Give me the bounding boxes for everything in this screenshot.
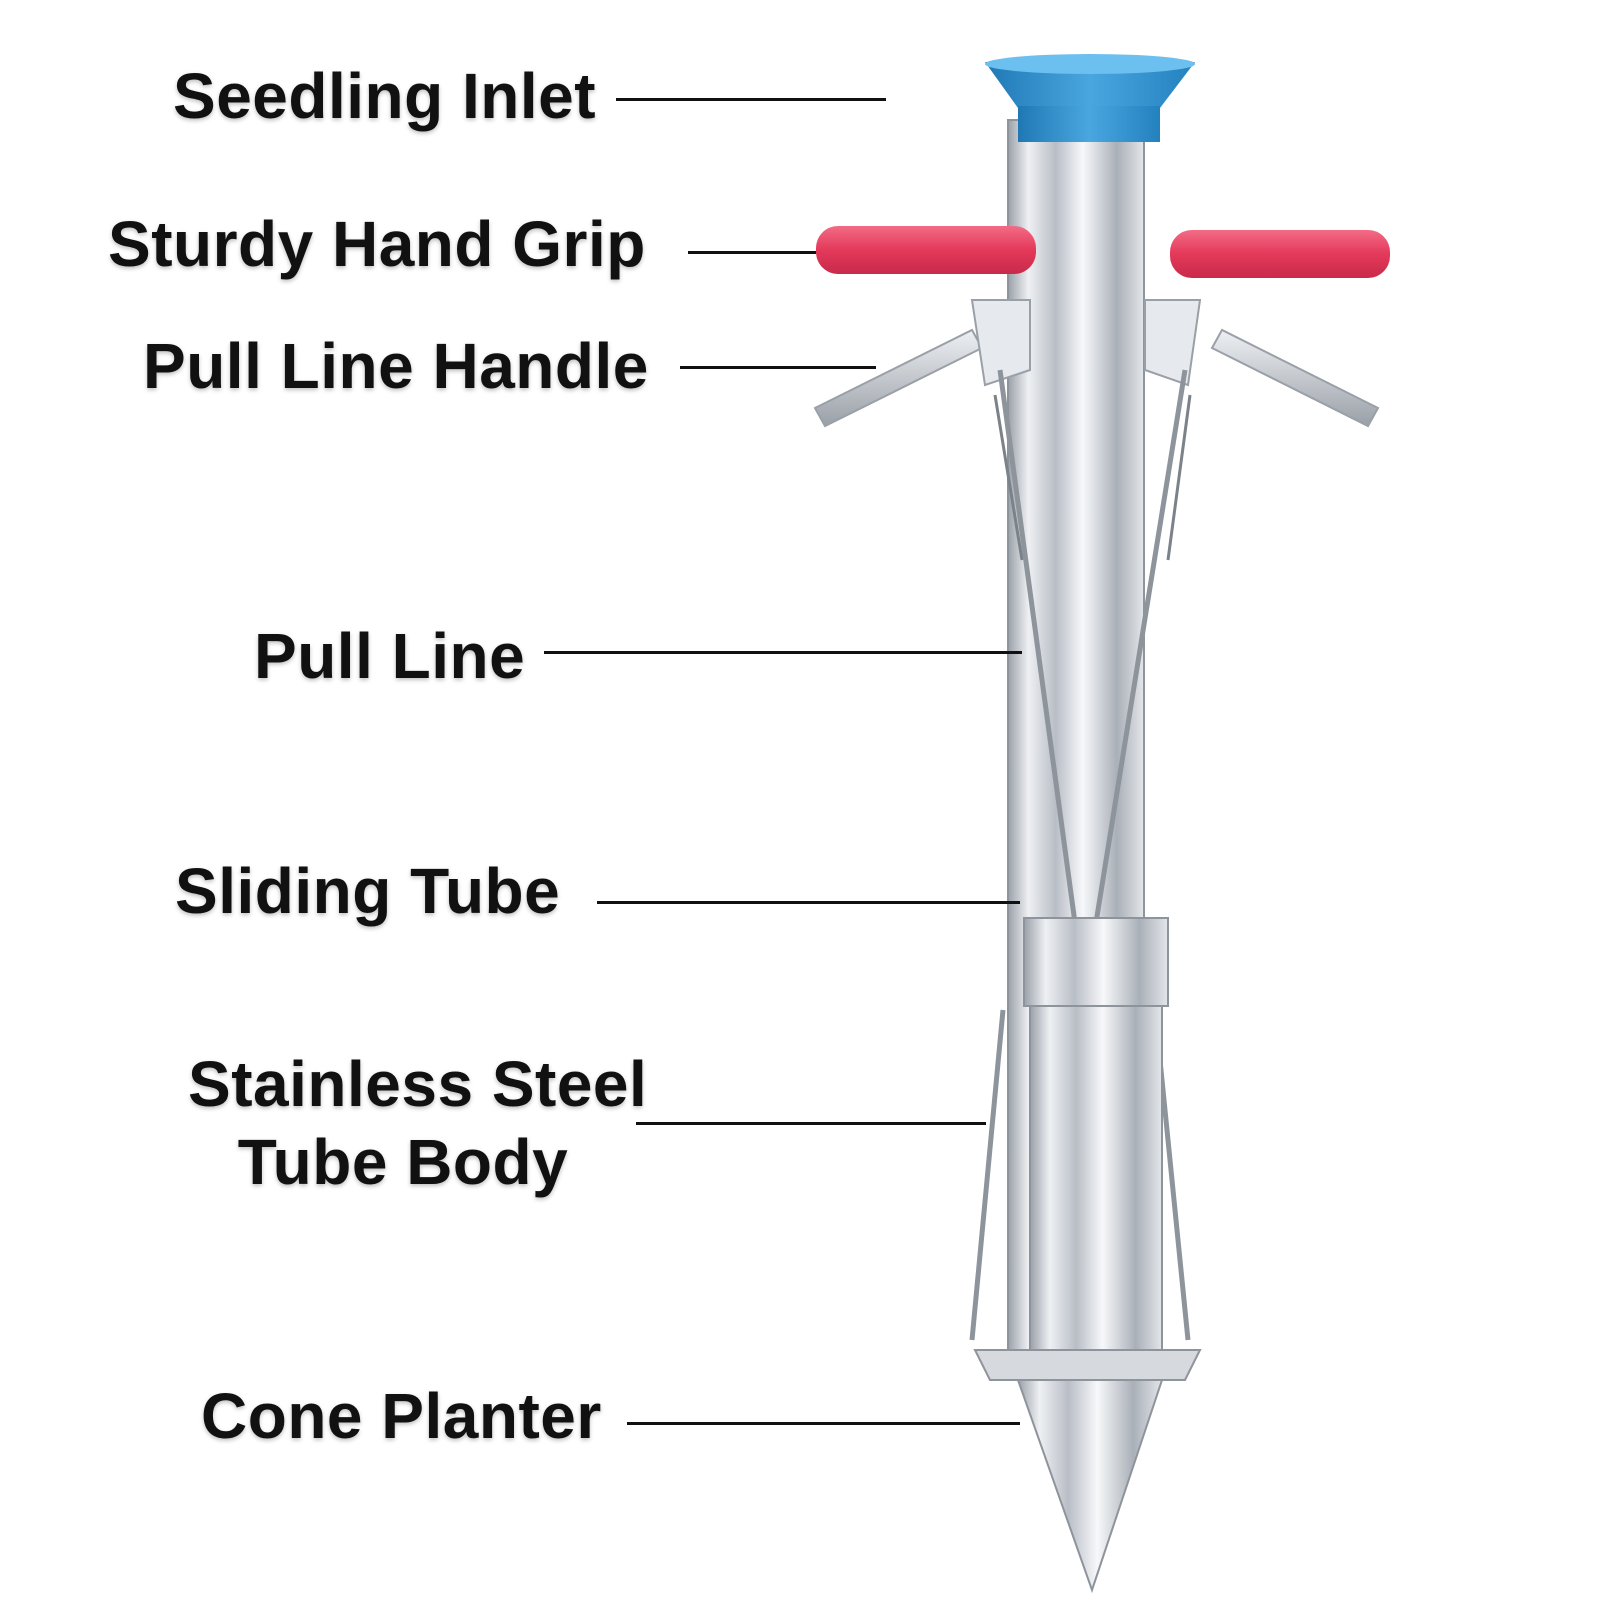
label-pull-line-handle: Pull Line Handle	[143, 330, 649, 402]
label-cone-planter: Cone Planter	[201, 1380, 602, 1452]
pull-line-handles	[813, 299, 1380, 428]
lower-tube	[1029, 1005, 1163, 1377]
leader-pull-line	[544, 651, 1022, 654]
label-sliding-tube: Sliding Tube	[175, 855, 561, 927]
label-pull-line: Pull Line	[254, 620, 526, 692]
cone-planter-shape	[1016, 1379, 1164, 1594]
label-tube-body-line1: Stainless Steel	[188, 1048, 648, 1120]
leader-sliding-tube	[597, 901, 1020, 904]
leader-pull-line-handle	[680, 366, 876, 369]
right-hand-grip	[1170, 230, 1390, 278]
sliding-collar	[1023, 917, 1169, 1007]
label-hand-grip: Sturdy Hand Grip	[108, 208, 646, 280]
label-tube-body: Stainless Steel Tube Body	[188, 1045, 648, 1201]
leader-tube-body	[636, 1122, 986, 1125]
base-ring	[973, 1349, 1202, 1381]
label-seedling-inlet: Seedling Inlet	[173, 60, 597, 132]
leader-hand-grip	[688, 251, 816, 254]
left-hand-grip	[816, 226, 1036, 274]
leader-seedling-inlet	[616, 98, 886, 101]
seedling-inlet-funnel	[985, 54, 1195, 142]
springs	[993, 394, 1192, 561]
label-tube-body-line2: Tube Body	[237, 1126, 569, 1198]
leader-cone-planter	[627, 1422, 1020, 1425]
